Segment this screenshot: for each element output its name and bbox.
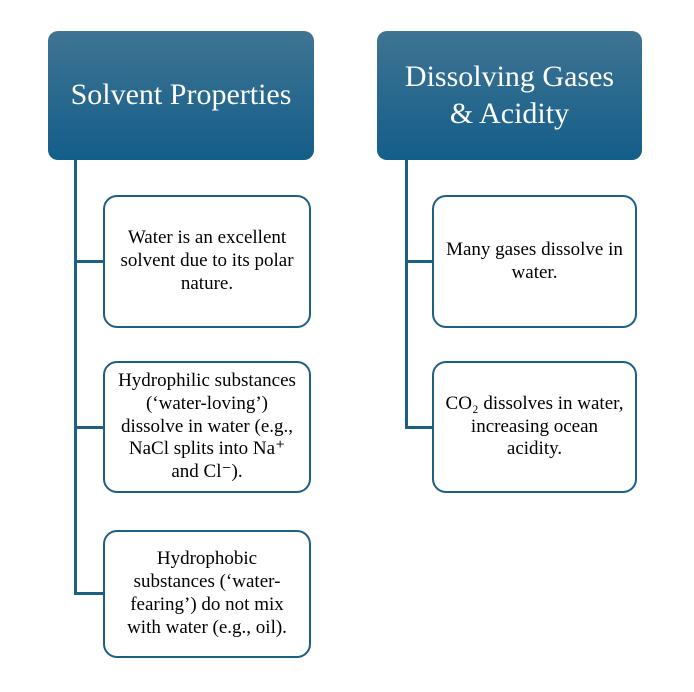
connector-branch-left-3 — [74, 592, 106, 595]
connector-branch-left-1 — [74, 260, 106, 263]
item-box-polar-solvent: Water is an excellent solvent due to its… — [103, 195, 311, 328]
item-text-gases-dissolve: Many gases dissolve in water. — [446, 238, 623, 283]
item-text-hydrophilic: Hydrophilic substances (‘water-loving’) … — [118, 370, 296, 483]
item-box-gases-dissolve: Many gases dissolve in water. — [432, 195, 637, 328]
item-text-polar-solvent: Water is an excellent solvent due to its… — [120, 227, 294, 294]
item-box-co2-acidity: CO₂ dissolves in water, increasing ocean… — [432, 361, 637, 493]
item-box-hydrophobic: Hydrophobic substances (‘water-fearing’)… — [103, 530, 311, 658]
connector-vertical-right — [405, 160, 408, 429]
header-title-dissolving-gases: Dissolving Gases & Acidity — [404, 59, 615, 130]
header-title-solvent-properties: Solvent Properties — [70, 78, 292, 112]
header-box-dissolving-gases: Dissolving Gases & Acidity — [377, 31, 642, 160]
connector-branch-left-2 — [74, 426, 106, 429]
connector-branch-right-1 — [405, 260, 435, 263]
header-box-solvent-properties: Solvent Properties — [48, 31, 314, 160]
item-text-co2-acidity: CO₂ dissolves in water, increasing ocean… — [445, 392, 624, 460]
connector-branch-right-2 — [405, 426, 435, 429]
item-box-hydrophilic: Hydrophilic substances (‘water-loving’) … — [103, 361, 311, 493]
item-text-hydrophobic: Hydrophobic substances (‘water-fearing’)… — [127, 548, 287, 638]
connector-vertical-left — [74, 160, 77, 595]
